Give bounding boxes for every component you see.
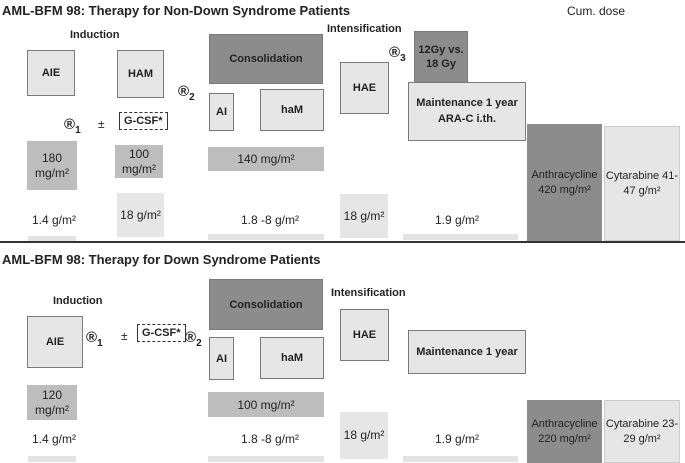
top-dose-140-block: 140 mg/m² [208,147,324,171]
bottom-dose-120-label: 120 mg/m² [35,388,69,417]
top-g-18b-block: 18 g/m² [340,194,388,238]
top-g-18-8-label: 1.8 -8 g/m² [240,212,300,227]
bottom-anthracycline-block: Anthracycline 220 mg/m² [527,400,602,463]
top-strip-3 [403,234,518,240]
top-aie-block: AIE [27,50,75,96]
top-anthracycline-block: Anthracycline 420 mg/m² [527,124,602,241]
bottom-r2-symbol: ® [185,329,197,346]
top-r2-symbol: ® [178,83,190,100]
bottom-g-18-block: 18 g/m² [340,412,388,459]
top-strip-1 [28,236,76,242]
bottom-aie-block: AIE [27,316,83,368]
top-g-18-label: 18 g/m² [120,207,161,222]
top-ai-block: AI [209,93,234,131]
top-intensification-label: Intensification [327,23,402,35]
bottom-induction-label: Induction [53,295,103,307]
bottom-ham2-block: haM [260,337,324,379]
top-ham-block: HAM [117,50,164,98]
bottom-anthracycline-label: Anthracycline 220 mg/m² [531,418,598,445]
bottom-dose-100-label: 100 mg/m² [237,397,295,412]
bottom-dose-100-block: 100 mg/m² [208,392,324,417]
top-hae-block: HAE [340,62,389,114]
section-divider [0,241,685,243]
top-g-18b-label: 18 g/m² [343,208,385,223]
top-maintenance-label: Maintenance 1 year ARA-C i.th. [416,97,518,125]
bottom-strip-2 [208,456,324,462]
top-randomization-1: ®1 [64,116,81,136]
top-dose-180-block: 180 mg/m² [27,141,77,190]
top-dose-180-label: 180 mg/m² [35,150,69,180]
top-plusminus: ± [98,117,105,131]
bottom-r1-symbol: ® [86,329,98,346]
bottom-aie-label: AIE [45,336,65,348]
top-r1-index: 1 [75,125,81,136]
bottom-g-18-label: 18 g/m² [343,428,385,442]
top-dose-100-label: 100 mg/m² [122,147,156,176]
bottom-r1-index: 1 [97,338,103,349]
bottom-g-19-label: 1.9 g/m² [434,431,479,446]
top-radiation-block: 12Gy vs. 18 Gy [414,31,468,83]
top-title: AML-BFM 98: Therapy for Non-Down Syndrom… [2,3,351,18]
bottom-ai-block: AI [209,337,234,380]
bottom-consolidation-block: Consolidation [209,279,323,330]
top-randomization-3: ®3 [389,44,406,64]
top-ham2-block: haM [260,89,324,131]
bottom-g-14-label: 1.4 g/m² [31,431,76,446]
top-consolidation-label: Consolidation [229,53,303,65]
bottom-maintenance-block: Maintenance 1 year [408,330,526,374]
bottom-hae-block: HAE [340,309,389,361]
top-consolidation-block: Consolidation [209,34,323,84]
top-gcsf-box: G-CSF* [119,112,168,130]
top-ai-label: AI [216,106,227,118]
bottom-title: AML-BFM 98: Therapy for Down Syndrome Pa… [2,252,321,267]
top-maintenance-block: Maintenance 1 year ARA-C i.th. [408,82,526,141]
bottom-strip-3 [403,456,518,462]
top-strip-2 [208,234,324,240]
bottom-hae-label: HAE [352,329,377,341]
top-r1-symbol: ® [64,116,76,133]
bottom-ham2-label: haM [281,352,303,364]
top-g-14-label: 1.4 g/m² [31,212,76,227]
top-dose-140-label: 140 mg/m² [237,152,295,166]
top-radiation-label: 12Gy vs. 18 Gy [418,43,464,70]
top-hae-label: HAE [352,82,377,94]
top-r2-index: 2 [189,92,195,103]
bottom-dose-120-block: 120 mg/m² [27,385,77,420]
top-aie-label: AIE [41,67,61,79]
bottom-randomization-2: ®2 [185,329,202,349]
top-r3-symbol: ® [389,44,401,61]
top-cytarabine-block: Cytarabine 41-47 g/m² [604,126,680,241]
bottom-r2-index: 2 [196,338,202,349]
bottom-consolidation-label: Consolidation [229,298,303,311]
bottom-plusminus: ± [121,329,128,343]
bottom-strip-1 [28,456,76,462]
cum-dose-label: Cum. dose [567,4,626,18]
top-g-19-label: 1.9 g/m² [434,212,479,227]
bottom-ai-label: AI [216,352,227,365]
top-randomization-2: ®2 [178,83,195,103]
top-cytarabine-label: Cytarabine 41-47 g/m² [605,170,679,197]
top-induction-label: Induction [70,29,120,41]
top-ham-label: HAM [127,68,154,80]
top-anthracycline-label: Anthracycline 420 mg/m² [531,169,598,196]
bottom-randomization-1: ®1 [86,329,103,349]
top-ham2-label: haM [281,104,303,116]
bottom-cytarabine-label: Cytarabine 23-29 g/m² [605,418,679,445]
bottom-g-18-8-label: 1.8 -8 g/m² [240,431,300,446]
top-g-18-block: 18 g/m² [117,193,164,237]
top-dose-100-block: 100 mg/m² [115,145,163,178]
bottom-maintenance-label: Maintenance 1 year [416,346,518,358]
top-r3-index: 3 [400,53,406,64]
bottom-cytarabine-block: Cytarabine 23-29 g/m² [604,400,680,463]
bottom-gcsf-box: G-CSF* [137,324,186,342]
bottom-intensification-label: Intensification [331,287,406,299]
